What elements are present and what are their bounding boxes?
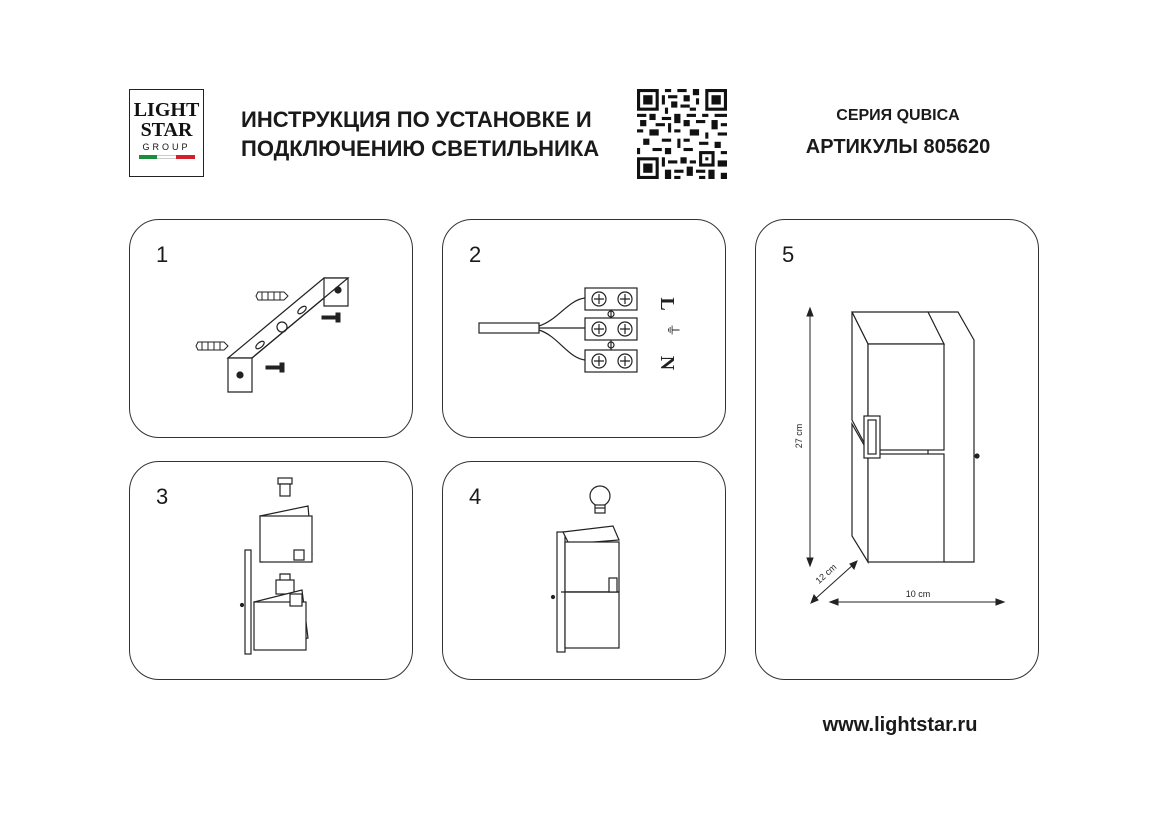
italian-flag-stripe — [138, 155, 195, 159]
terminal-label-ground: ⏚ — [664, 323, 680, 337]
step-3-illustration — [239, 477, 313, 655]
series-label: СЕРИЯ QUBICA — [836, 107, 960, 124]
step-1-illustration — [195, 277, 350, 393]
step-4-illustration — [550, 485, 620, 653]
step-2-illustration: L ⏚ N — [478, 287, 680, 373]
lightstar-logo: LIGHT STAR GROUP — [129, 89, 204, 177]
logo-line-3: GROUP — [142, 142, 191, 152]
width-dimension: 10 cm — [906, 589, 931, 599]
step-5-panel: 5 — [755, 219, 1039, 680]
title-line-2: ПОДКЛЮЧЕНИЮ СВЕТИЛЬНИКА — [241, 136, 600, 161]
step-5-number: 5 — [782, 242, 795, 267]
step-3-panel: 3 — [129, 461, 413, 680]
step-1-number: 1 — [156, 242, 169, 267]
step-5-illustration: 27 cm 12 cm 10 cm — [794, 306, 1006, 606]
bulb-icon — [589, 485, 611, 507]
logo-line-1: LIGHT — [133, 99, 200, 121]
terminal-label-n: N — [656, 356, 678, 371]
article-label: АРТИКУЛЫ 805620 — [805, 136, 991, 158]
step-4-number: 4 — [469, 484, 482, 509]
height-dimension: 27 cm — [794, 424, 804, 449]
step-3-number: 3 — [156, 484, 169, 509]
qr-code — [637, 89, 727, 179]
step-1-panel: 1 — [129, 219, 413, 438]
logo-line-2: STAR — [140, 119, 193, 141]
step-4-panel: 4 — [442, 461, 726, 680]
step-2-number: 2 — [469, 242, 482, 267]
step-2-panel: 2 L ⏚ N — [442, 219, 726, 438]
title-line-1: ИНСТРУКЦИЯ ПО УСТАНОВКЕ И — [241, 107, 592, 132]
terminal-label-l: L — [656, 297, 678, 310]
depth-dimension: 12 cm — [814, 562, 839, 586]
website-link[interactable]: www.lightstar.ru — [822, 714, 978, 736]
document-title: ИНСТРУКЦИЯ ПО УСТАНОВКЕ И ПОДКЛЮЧЕНИЮ СВ… — [241, 105, 631, 163]
